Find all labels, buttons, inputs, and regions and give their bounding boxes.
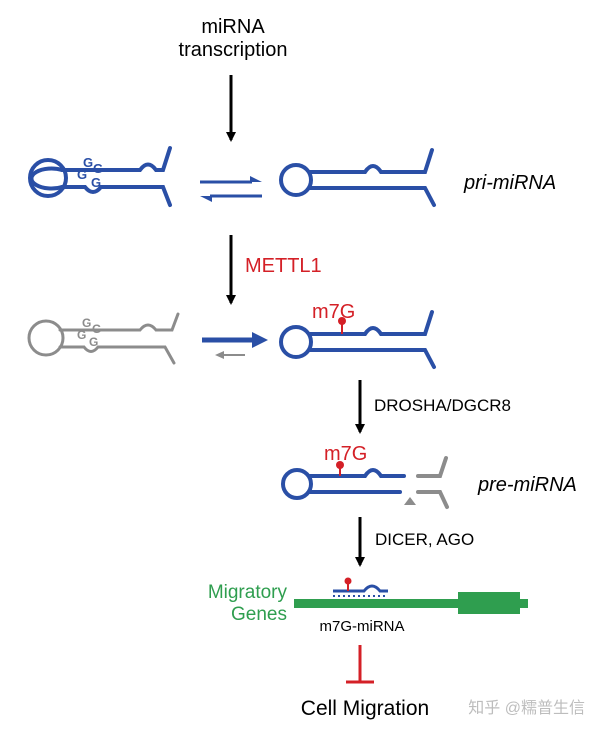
top-label-line2: transcription	[179, 39, 288, 61]
gray-g-letter-4: G	[89, 335, 98, 349]
processing-2-label: DICER, AGO	[375, 530, 474, 549]
m7g-label-2: m7G	[324, 443, 367, 465]
gene-label-line2: Genes	[231, 604, 287, 625]
g-letter-4: G	[91, 175, 101, 190]
gene-track	[294, 592, 528, 614]
pre-mirna-label: pre-miRNA	[477, 474, 577, 496]
bound-mirna	[333, 577, 388, 597]
top-label-line1: miRNA	[201, 16, 265, 38]
cleavage-site-marker	[404, 497, 416, 505]
g-quadruplex-letters: G G G G	[77, 155, 103, 190]
pri-mirna-gquad-structure	[28, 146, 172, 207]
pre-mirna-hairpin	[281, 468, 406, 500]
gray-g-letter-1: G	[82, 316, 91, 330]
m7g-label-1: m7G	[312, 301, 355, 323]
watermark: 知乎 @糯普生信	[468, 699, 585, 717]
g-letter-3: G	[77, 167, 87, 182]
m7g-mark-1	[338, 317, 346, 334]
outcome-label: Cell Migration	[301, 697, 429, 720]
shift-arrows	[202, 332, 268, 359]
inhibition-symbol	[346, 645, 374, 684]
cleaved-fragment	[416, 456, 449, 509]
m7g-modified-hairpin	[279, 310, 436, 369]
equilibrium-arrows	[200, 176, 262, 202]
gray-g-letter-2: G	[92, 322, 101, 336]
pri-mirna-hairpin	[279, 148, 436, 207]
enzyme-label: METTL1	[245, 255, 322, 277]
gray-g-letters: G G G G	[77, 316, 101, 349]
processing-1-label: DROSHA/DGCR8	[374, 396, 511, 415]
gray-gquad-structure	[27, 312, 180, 365]
gray-g-letter-3: G	[77, 328, 86, 342]
g-letter-1: G	[83, 155, 93, 170]
gene-label-line1: Migratory	[208, 582, 288, 603]
mirna-label: m7G-miRNA	[320, 618, 405, 635]
g-letter-2: G	[93, 161, 103, 176]
pri-mirna-label: pri-miRNA	[463, 172, 556, 194]
m7g-mark-2	[336, 461, 344, 476]
